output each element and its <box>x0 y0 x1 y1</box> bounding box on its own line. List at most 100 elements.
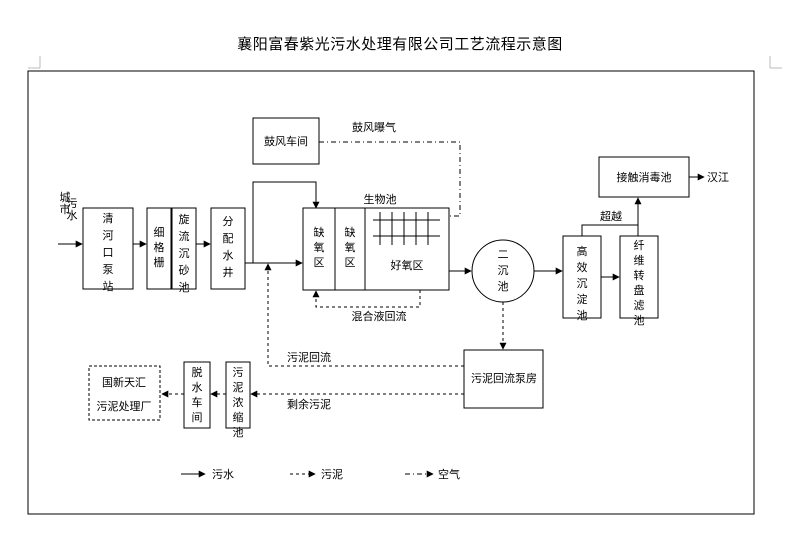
bio-tank-label: 生物池 <box>364 192 397 206</box>
fiber-filter-box <box>619 235 659 319</box>
sludge-return-line <box>264 263 464 367</box>
grit-chamber-label-char: 砂 <box>179 264 190 277</box>
fiber-filter-label-char: 滤 <box>634 299 645 312</box>
blower-box <box>252 117 320 165</box>
hes-tank-label-char: 高 <box>577 244 588 258</box>
anoxic-2-label-char: 氧 <box>345 240 356 254</box>
thickener-label-char: 污 <box>233 366 244 379</box>
hes-tank-label-char: 池 <box>577 309 588 322</box>
river-label: 汉江 <box>707 171 729 184</box>
distribution-well-label-char: 分 <box>223 215 234 228</box>
fiber-filter-label-char: 盘 <box>634 283 645 297</box>
fine-screen-box <box>146 207 172 290</box>
page-title: 襄阳富春紫光污水处理有限公司工艺流程示意图 <box>237 35 563 53</box>
intake-pump-label-char: 清 <box>103 212 114 225</box>
aerobic-label: 好氧区 <box>391 258 424 272</box>
intake-pump-label-char: 泵 <box>103 263 114 276</box>
legend-sewage-label: 污水 <box>212 468 234 481</box>
anoxic-2-label-char: 缺 <box>345 225 356 239</box>
inlet-label-col1: 城市 <box>60 191 71 216</box>
fine-screen-label-char: 细 <box>154 226 165 239</box>
anoxic-1-label: 缺氧区 <box>314 225 325 269</box>
thickener-label-char: 泥 <box>233 381 244 394</box>
mixed-return-line <box>312 290 421 308</box>
disposal-box <box>88 365 161 421</box>
bio-tank-box <box>302 207 450 291</box>
aeration-label: 鼓风曝气 <box>352 120 396 134</box>
outer-frame <box>27 70 755 515</box>
overflow-line <box>581 224 638 236</box>
hes-tank-label-char: 效 <box>577 260 588 274</box>
sludge-pump-box <box>463 349 544 409</box>
sludge-pump-label: 污泥回流泵房 <box>471 371 537 385</box>
blower-label: 鼓风车间 <box>264 134 308 148</box>
inlet-label-col1-char: 城 <box>60 191 71 204</box>
fiber-filter-label-char: 纤 <box>634 239 645 252</box>
thickener-box <box>225 361 251 429</box>
inlet-label-col1-char: 市 <box>60 202 71 216</box>
thickener-label-char: 缩 <box>233 411 244 424</box>
bio-top-feed-arrow <box>252 181 320 263</box>
anoxic-1-label-char: 区 <box>314 256 325 269</box>
intake-pump-label-char: 河 <box>103 229 114 242</box>
anoxic-1-label-char: 缺 <box>314 225 325 239</box>
grit-chamber-box <box>171 207 197 290</box>
intake-pump-label-char: 口 <box>103 246 114 259</box>
anoxic-1-label-char: 氧 <box>314 240 325 254</box>
excess-sludge-label: 剩余污泥 <box>287 397 331 411</box>
distribution-well-box <box>210 207 246 290</box>
fine-screen-label-char: 栅 <box>154 255 165 269</box>
thickener-label-char: 池 <box>233 426 244 439</box>
fiber-filter-label-char: 池 <box>634 314 645 327</box>
sludge-return-label: 污泥回流 <box>287 350 331 364</box>
inlet-label-col2-char: 水 <box>67 209 78 222</box>
legend-air-label: 空气 <box>438 467 460 481</box>
secondary-clarifier-label-char: 池 <box>498 280 509 293</box>
fine-screen-label: 细格栅 <box>154 226 165 269</box>
grit-chamber-label-char: 池 <box>179 281 190 294</box>
distribution-well-label-char: 配 <box>223 232 234 245</box>
hes-tank-label-char: 沉 <box>577 277 588 290</box>
diffuser-grid <box>373 212 440 245</box>
overflow-label: 超越 <box>600 209 622 223</box>
inlet-label-col2: 污水 <box>67 197 78 222</box>
thickener-label-char: 浓 <box>233 396 244 409</box>
legend-sludge-label: 污泥 <box>321 468 343 481</box>
dewatering-label-char: 车 <box>192 395 203 409</box>
disposal-label-line1: 国新天汇 <box>102 375 146 389</box>
anoxic-2-label: 缺氧区 <box>345 225 356 269</box>
fine-screen-label-char: 格 <box>154 240 165 254</box>
dewatering-label-char: 间 <box>192 411 203 424</box>
disinfection-label: 接触消毒池 <box>617 170 672 184</box>
anoxic-2-label-char: 区 <box>345 256 356 269</box>
inlet-label-col2-char: 污 <box>67 197 78 210</box>
dewatering-box <box>183 361 211 429</box>
fiber-filter-label-char: 维 <box>634 254 645 267</box>
grit-chamber-label-char: 旋 <box>179 212 190 226</box>
secondary-clarifier-label-char: 二 <box>498 248 509 261</box>
dewatering-label-char: 脱 <box>192 365 203 379</box>
fiber-filter-label-char: 转 <box>634 268 645 282</box>
hes-tank-label-char: 淀 <box>577 292 588 306</box>
dewatering-label-char: 水 <box>192 381 203 394</box>
secondary-clarifier-label-char: 沉 <box>498 264 509 277</box>
grit-chamber-label-char: 流 <box>179 229 190 243</box>
disinfection-box <box>598 156 690 198</box>
secondary-clarifier-label: 二沉池 <box>498 248 509 293</box>
intake-pump-box <box>82 207 134 290</box>
distribution-well-label-char: 井 <box>223 265 234 279</box>
disposal-label-line2: 污泥处理厂 <box>97 400 152 413</box>
grit-chamber-label-char: 沉 <box>179 247 190 260</box>
distribution-well-label-char: 水 <box>223 249 234 262</box>
intake-pump-label-char: 站 <box>103 279 114 293</box>
page-corner-marks <box>28 56 782 69</box>
mixed-return-label: 混合液回流 <box>352 309 407 323</box>
